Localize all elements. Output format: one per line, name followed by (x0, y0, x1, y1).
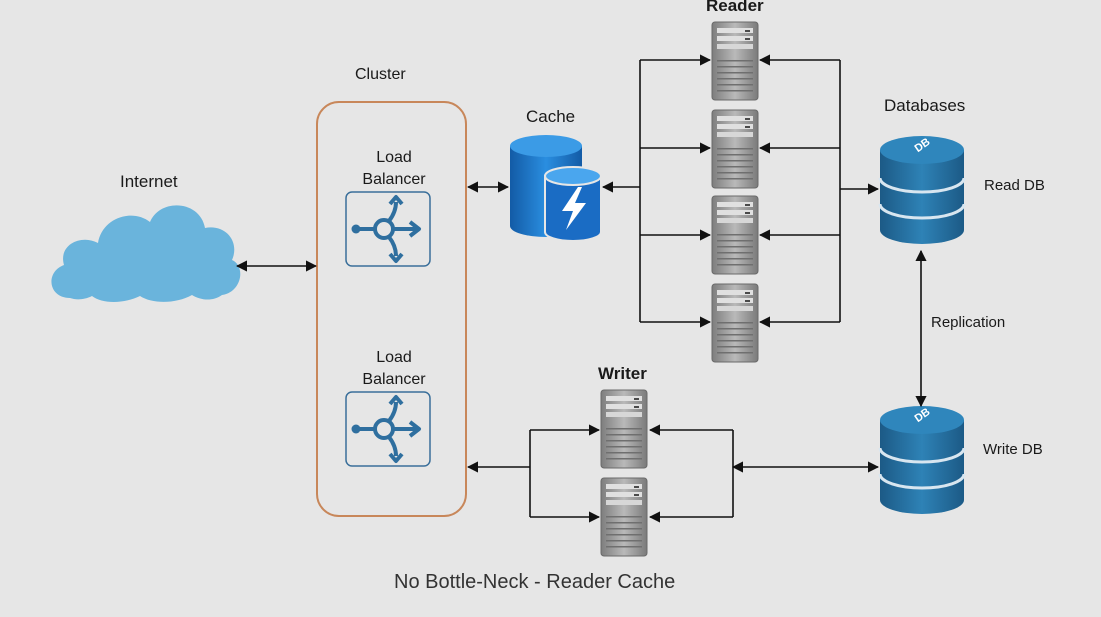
cloud-icon (51, 205, 241, 302)
server-icon (711, 195, 759, 275)
server-icon (711, 283, 759, 363)
load-balancer-label: Load Balancer (362, 349, 426, 388)
internet-label: Internet (120, 172, 178, 191)
load-balancer-icon (344, 190, 432, 268)
cache-label: Cache (526, 107, 576, 126)
reader-label: Reader (706, 0, 764, 15)
write-db-label: Write DB (983, 441, 1043, 458)
load-balancer-icon (344, 390, 432, 468)
server-icon (711, 21, 759, 101)
load-balancer-label: Load Balancer (362, 149, 426, 188)
read-db-label: Read DB (984, 177, 1045, 194)
replication-label: Replication (931, 314, 1006, 331)
server-icon (711, 109, 759, 189)
diagram-caption: No Bottle-Neck - Reader Cache (394, 571, 676, 593)
writer-label: Writer (598, 364, 647, 383)
databases-label: Databases (884, 96, 966, 115)
cluster-label: Cluster (355, 66, 406, 83)
server-icon (600, 477, 648, 557)
server-icon (600, 389, 648, 469)
cache-icon (510, 135, 602, 242)
cluster-box (316, 101, 467, 517)
connectors (235, 54, 927, 523)
